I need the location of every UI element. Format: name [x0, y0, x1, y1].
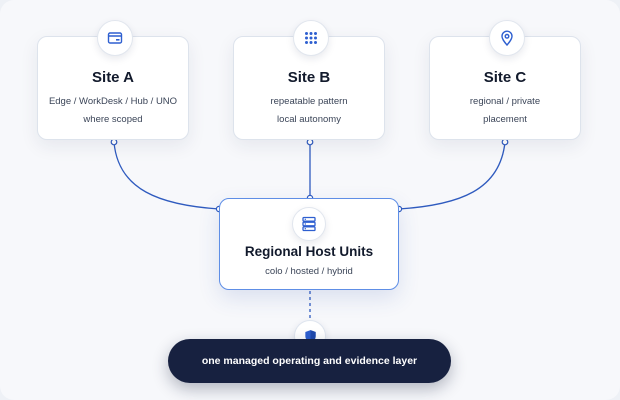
- site-a-card: Site A Edge / WorkDesk / Hub / UNO where…: [37, 20, 189, 140]
- site-description: local autonomy: [277, 114, 341, 125]
- managed-layer-bar: one managed operating and evidence layer: [168, 339, 451, 383]
- regional-host-units-card: Regional Host Units colo / hosted / hybr…: [219, 198, 399, 290]
- map-pin-icon: [489, 20, 525, 56]
- site-b-card: Site B repeatable pattern local autonomy: [233, 20, 385, 140]
- site-description: placement: [483, 114, 527, 125]
- node-dot: [110, 138, 118, 146]
- site-description: where scoped: [83, 114, 143, 125]
- site-description: repeatable pattern: [270, 96, 348, 107]
- site-c-card: Site C regional / private placement: [429, 20, 581, 140]
- card-icon: [97, 20, 133, 56]
- hub-subtitle: colo / hosted / hybrid: [265, 266, 353, 277]
- connector-site-a: [113, 141, 220, 210]
- site-title: Site C: [483, 69, 527, 86]
- site-title: Site A: [92, 69, 134, 86]
- grid-dots-icon: [293, 20, 329, 56]
- node-dot: [306, 138, 314, 146]
- managed-layer-label: one managed operating and evidence layer: [201, 355, 418, 367]
- node-dot: [501, 138, 509, 146]
- site-description: Edge / WorkDesk / Hub / UNO: [48, 96, 178, 107]
- hub-title: Regional Host Units: [244, 244, 374, 259]
- site-title: Site B: [287, 69, 331, 86]
- server-icon: [292, 207, 326, 241]
- connector-site-c: [398, 141, 506, 210]
- site-description: regional / private: [469, 96, 541, 107]
